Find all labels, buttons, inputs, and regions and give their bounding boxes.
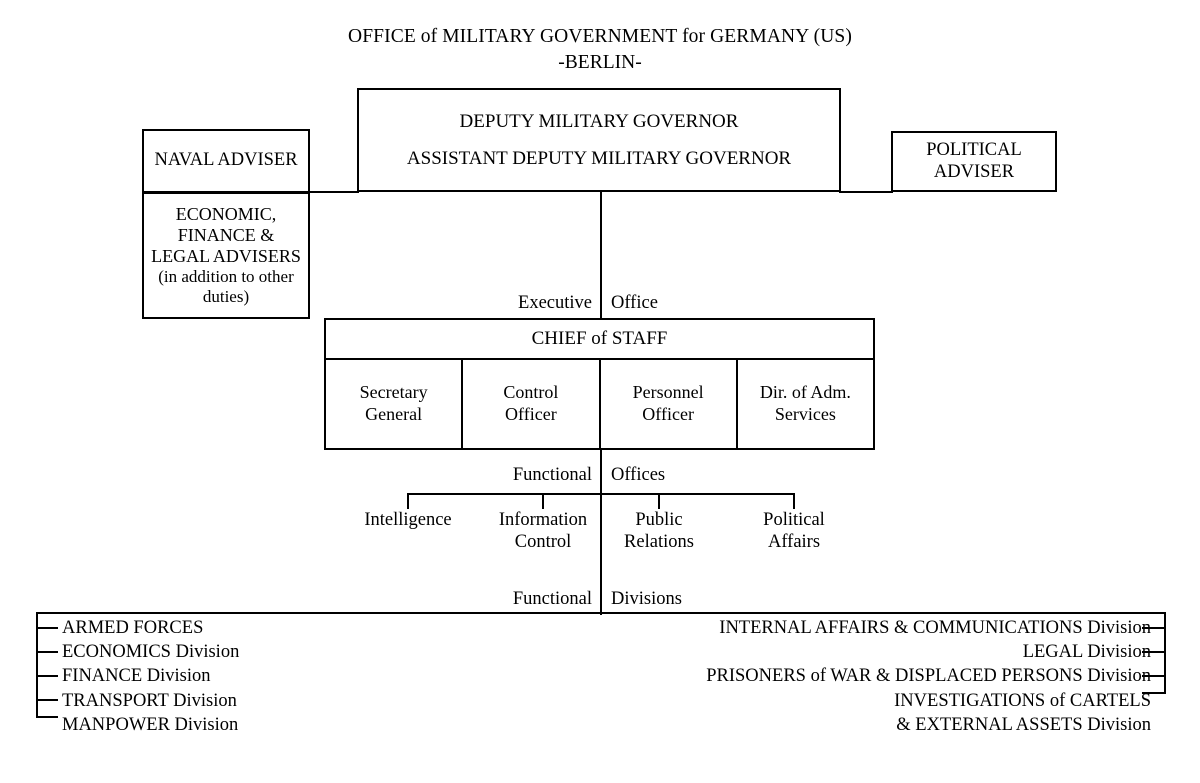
- connector-left-bracket-spine: [36, 612, 38, 717]
- connector-stub-intelligence: [407, 493, 409, 509]
- political-adviser-line-2: ADVISER: [933, 161, 1015, 182]
- office-political-affairs-line-1: Political: [763, 510, 825, 530]
- executive-office-caption-left: Executive: [518, 293, 592, 313]
- division-investigations-cartels-line-2: & EXTERNAL ASSETS Division: [896, 714, 1151, 735]
- chief-of-staff-label: CHIEF of STAFF: [531, 327, 668, 349]
- connector-tick-prisoners-of-war: [1142, 675, 1166, 677]
- connector-functional-divisions-bar: [36, 612, 1166, 614]
- staff-cell-secretary-general: Secretary General: [326, 360, 464, 448]
- staff-cell-control-officer: Control Officer: [463, 360, 601, 448]
- dir-adm-services-line-2: Services: [774, 404, 836, 424]
- secretary-general-line-2: General: [365, 404, 423, 424]
- chief-of-staff-box: CHIEF of STAFF: [324, 318, 875, 360]
- efl-line-5: duties): [202, 287, 250, 307]
- connector-stub-political-affairs: [793, 493, 795, 509]
- connector-stub-information-control: [542, 493, 544, 509]
- title-line-2: -BERLIN-: [558, 52, 642, 73]
- connector-tick-economics: [36, 651, 58, 653]
- functional-offices-caption-left: Functional: [512, 465, 592, 485]
- chief-of-staff-staff-row: Secretary General Control Officer Person…: [324, 358, 875, 450]
- division-investigations-cartels: INVESTIGATIONS of CARTELS & EXTERNAL ASS…: [706, 689, 1151, 737]
- office-public-relations-line-2: Relations: [624, 532, 694, 553]
- office-political-affairs-line-2: Affairs: [767, 532, 821, 553]
- assistant-deputy-military-governor-label: ASSISTANT DEPUTY MILITARY GOVERNOR: [406, 148, 792, 170]
- staff-cell-dir-adm-services: Dir. of Adm. Services: [738, 360, 873, 448]
- left-divisions-list: ARMED FORCES ECONOMICS Division FINANCE …: [62, 616, 239, 737]
- division-internal-affairs-communications: INTERNAL AFFAIRS & COMMUNICATIONS Divisi…: [719, 618, 1151, 638]
- connector-stub-public-relations: [658, 493, 660, 509]
- political-adviser-box: POLITICAL ADVISER: [891, 131, 1057, 192]
- division-finance: FINANCE Division: [62, 666, 211, 687]
- efl-line-2: FINANCE &: [177, 224, 275, 245]
- secretary-general-line-1: Secretary: [359, 382, 428, 403]
- office-public-relations-line-1: Public: [635, 510, 683, 530]
- division-transport: TRANSPORT Division: [62, 690, 237, 711]
- connector-tick-investigations-cartels: [1142, 692, 1166, 694]
- division-economics: ECONOMICS Division: [62, 642, 240, 663]
- division-investigations-cartels-line-1: INVESTIGATIONS of CARTELS: [894, 690, 1151, 711]
- naval-adviser-label: NAVAL ADVISER: [154, 150, 298, 171]
- division-legal: LEGAL Division: [1022, 642, 1151, 663]
- office-intelligence-line-1: Intelligence: [364, 510, 452, 530]
- connector-functional-offices-bar: [407, 493, 795, 495]
- efl-line-1: ECONOMIC,: [175, 203, 277, 224]
- page-title: OFFICE of MILITARY GOVERNMENT for GERMAN…: [0, 26, 1200, 74]
- connector-deputy-to-political: [839, 191, 893, 193]
- connector-tick-transport: [36, 699, 58, 701]
- connector-tick-legal: [1142, 651, 1166, 653]
- division-manpower: MANPOWER Division: [62, 714, 239, 735]
- connector-tick-finance: [36, 675, 58, 677]
- deputy-military-governor-box: DEPUTY MILITARY GOVERNOR ASSISTANT DEPUT…: [357, 88, 841, 192]
- office-information-control-line-1: Information: [498, 510, 588, 530]
- office-public-relations: Public Relations: [579, 509, 739, 553]
- economic-finance-legal-advisers-box: ECONOMIC, FINANCE & LEGAL ADVISERS (in a…: [142, 192, 310, 319]
- connector-tick-internal-affairs: [1142, 627, 1166, 629]
- efl-line-4: (in addition to other: [158, 267, 294, 287]
- office-intelligence: Intelligence: [328, 509, 488, 531]
- control-officer-line-2: Officer: [505, 404, 557, 424]
- office-political-affairs: Political Affairs: [714, 509, 874, 553]
- division-armed-forces: ARMED FORCES: [62, 618, 204, 638]
- deputy-military-governor-label: DEPUTY MILITARY GOVERNOR: [459, 111, 739, 133]
- title-line-1: OFFICE of MILITARY GOVERNMENT for GERMAN…: [348, 26, 852, 47]
- connector-tick-manpower: [36, 716, 58, 718]
- staff-cell-personnel-officer: Personnel Officer: [601, 360, 738, 448]
- executive-office-caption-right: Office: [611, 293, 658, 313]
- functional-offices-caption-right: Offices: [611, 465, 666, 485]
- right-divisions-list: INTERNAL AFFAIRS & COMMUNICATIONS Divisi…: [706, 616, 1151, 737]
- functional-divisions-caption-left: Functional: [512, 589, 592, 609]
- division-prisoners-of-war-displaced-persons: PRISONERS of WAR & DISPLACED PERSONS Div…: [706, 666, 1151, 687]
- office-information-control-line-2: Control: [514, 532, 572, 553]
- control-officer-line-1: Control: [503, 382, 559, 403]
- naval-adviser-box: NAVAL ADVISER: [142, 129, 310, 193]
- office-information-control: Information Control: [463, 509, 623, 553]
- efl-line-3: LEGAL ADVISERS: [151, 246, 301, 267]
- personnel-officer-line-1: Personnel: [632, 382, 704, 403]
- dir-adm-services-line-1: Dir. of Adm.: [759, 382, 851, 403]
- personnel-officer-line-2: Officer: [642, 404, 694, 424]
- connector-naval-to-deputy: [310, 191, 359, 193]
- functional-divisions-caption-right: Divisions: [611, 589, 682, 609]
- connector-tick-armed-forces: [36, 627, 58, 629]
- political-adviser-line-1: POLITICAL: [926, 139, 1022, 160]
